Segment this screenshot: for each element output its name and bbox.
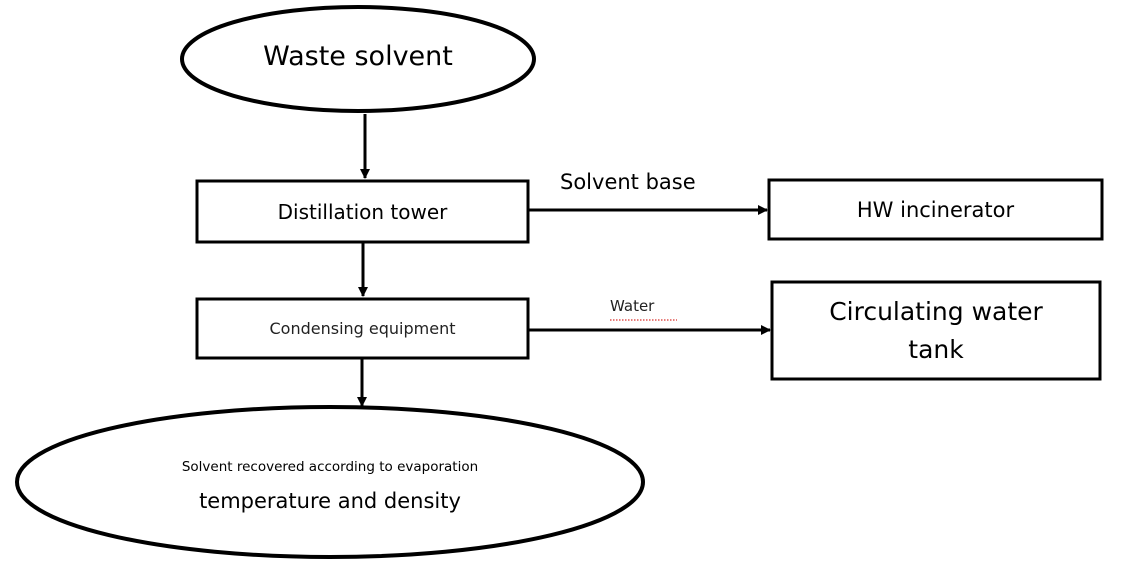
solvent-recovered-label-line1: Solvent recovered according to evaporati…: [181, 459, 479, 475]
waste-solvent-label: Waste solvent: [263, 40, 453, 72]
solvent-base-edge-label: Solvent base: [560, 170, 696, 194]
circulating-water-tank-node-shape: [770, 280, 1102, 381]
circulating-water-tank-label-line1: Circulating water: [829, 296, 1043, 326]
distillation-tower-node-shape: [195, 179, 530, 244]
hw-incinerator-node-shape: [767, 178, 1104, 241]
waste-solvent-node: Waste solvent: [182, 30, 534, 82]
condensing-equipment-label: Condensing equipment: [269, 319, 456, 338]
circulating-water-tank-label-line2: tank: [908, 334, 964, 364]
condensing-equipment-node: Condensing equipment: [197, 299, 528, 358]
water-edge-label: Water: [610, 297, 655, 315]
solvent-recovered-node-shape: [15, 405, 645, 559]
waste-solvent-node-shape: [180, 5, 536, 113]
hw-incinerator-label: HW incinerator: [856, 197, 1015, 222]
hw-incinerator-node: HW incinerator: [769, 180, 1102, 239]
distillation-tower-node: Distillation tower: [197, 181, 528, 242]
solvent-recovered-node: Solvent recovered according to evaporati…: [60, 446, 600, 526]
circulating-water-tank-node: Circulating water tank: [772, 282, 1100, 379]
condensing-equipment-node-shape: [195, 297, 530, 360]
solvent-recovered-label-line2: temperature and density: [199, 489, 461, 513]
distillation-tower-label: Distillation tower: [277, 199, 448, 224]
